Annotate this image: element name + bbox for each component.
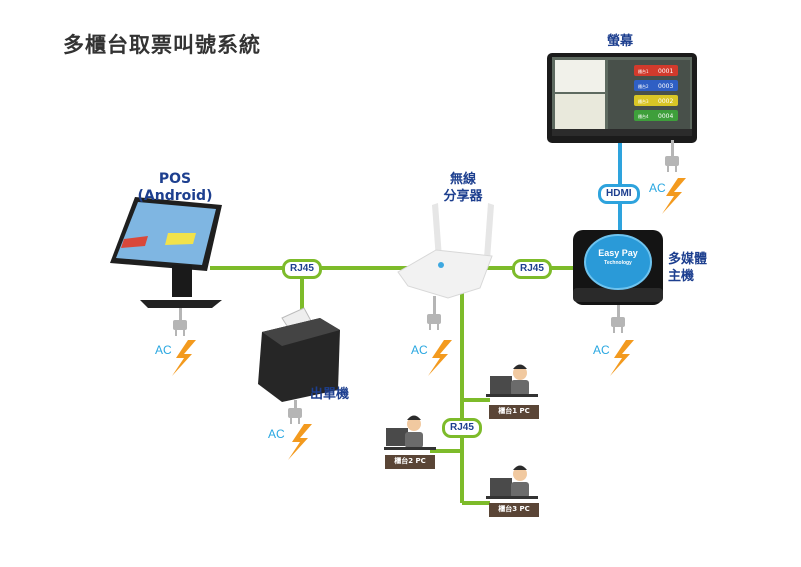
hdmi-badge: HDMI [598,184,640,204]
media-box-power-plug [611,305,625,333]
media-box [573,230,663,305]
queue-counter-label: 櫃台3 [638,98,649,104]
pc-station-1 [486,364,538,397]
rj45-bottom-badge: RJ45 [442,418,482,438]
queue-counter-label: 櫃台2 [638,83,649,89]
queue-row-bg [634,110,678,121]
pc-station-2 [384,415,436,450]
diagram-title: 多櫃台取票叫號系統 [63,33,261,57]
easy-pay-logo-sub: Technology [604,260,632,266]
queue-counter-label: 櫃台1 [638,68,649,74]
bolt-icon-media-box [610,340,634,376]
queue-row-bg [634,80,678,91]
pc-3-label: 櫃台3 PC [489,503,539,517]
receipt-printer [258,307,340,402]
router-label: 無線 分享器 [438,171,488,205]
pos-power-plug [173,308,187,336]
ac-label-display: AC [649,181,666,195]
router-power-plug [427,296,441,330]
easy-pay-logo: Easy Pay Technology [596,248,640,268]
bolt-icon-router [428,340,452,376]
display-monitor: 櫃台1 0001 櫃台2 0003 櫃台3 0002 櫃台4 0004 [547,53,697,143]
queue-number: 0004 [658,113,673,120]
queue-number: 0003 [658,83,673,90]
queue-number: 0001 [658,68,673,75]
printer-label: 出單機 [310,387,350,402]
rj45-left-badge: RJ45 [282,259,322,279]
queue-number: 0002 [658,98,673,105]
bolt-icon-display [662,178,686,214]
media-box-label-line2: 主機 [668,269,695,284]
ac-label-media-box: AC [593,343,610,357]
media-box-label: 多媒體 主機 [668,251,718,285]
pc-1-label: 櫃台1 PC [489,405,539,419]
queue-row-bg [634,95,678,106]
pos-label: POS (Android) [137,171,213,204]
queue-row-bg [634,65,678,76]
display-label: 螢幕 [606,34,633,49]
wifi-router [397,203,494,299]
ac-label-printer: AC [268,427,285,441]
pc-2-label: 櫃台2 PC [385,455,435,469]
router-label-line1: 無線 [449,172,476,187]
bolt-icon-pos [172,340,196,376]
queue-counter-label: 櫃台4 [638,113,649,119]
display-power-plug [665,140,679,172]
rj45-right-badge: RJ45 [512,259,552,279]
ac-label-pos: AC [155,343,172,357]
pc-station-3 [486,465,538,499]
ac-label-router: AC [411,343,428,357]
printer-power-plug [288,400,302,424]
media-box-label-line1: 多媒體 [668,252,708,267]
bolt-icon-printer [288,424,312,460]
pos-terminal [110,197,222,308]
easy-pay-logo-text: Easy Pay [598,248,638,258]
router-label-line2: 分享器 [443,189,483,204]
